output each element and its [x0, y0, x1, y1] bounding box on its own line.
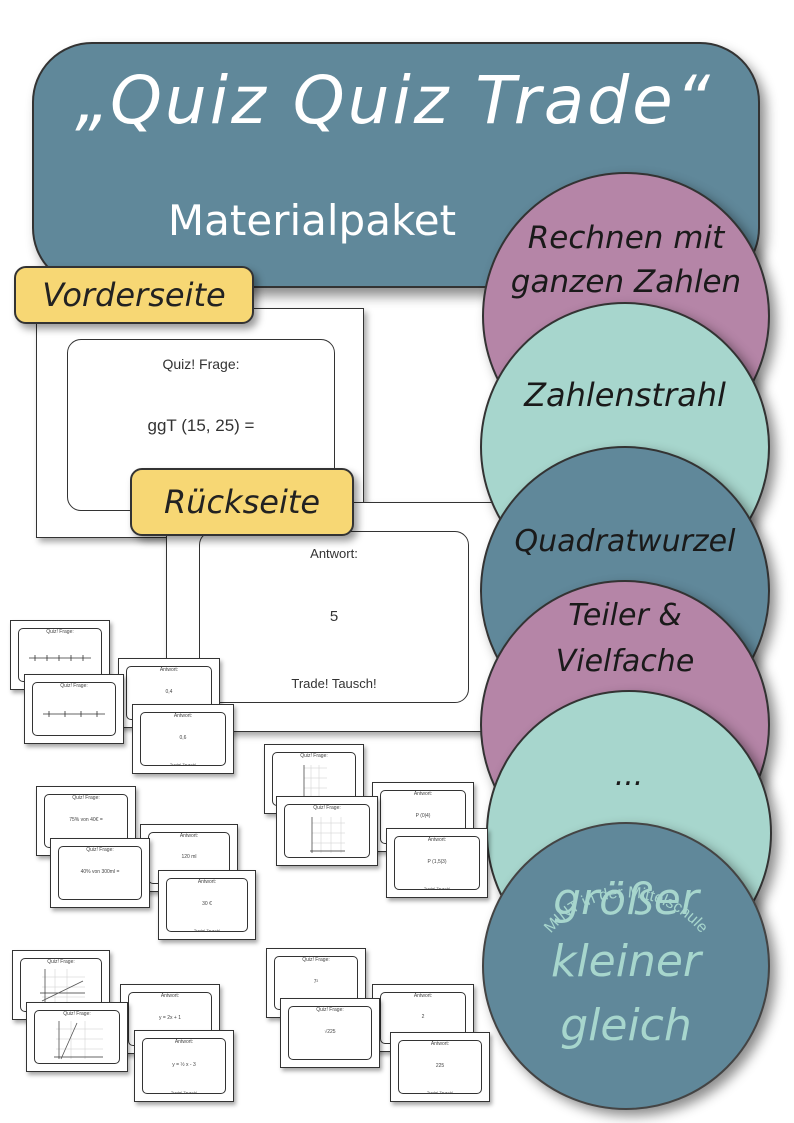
thumb-card-text: Quiz! Frage: — [46, 629, 74, 635]
thumb-quiz-card: Quiz! Frage: — [26, 1002, 128, 1072]
back-card-answer: 5 — [329, 608, 339, 625]
thumb-card-text: y = 2x + 1 — [159, 1014, 181, 1021]
thumb-card-text: 7² — [313, 978, 319, 985]
thumb-card-text: 30 € — [202, 900, 212, 907]
thumb-card-text: 40% von 300ml = — [80, 868, 120, 875]
thumb-answer-card: Antwort: P (1,5|3) Trade! Tausch! — [386, 828, 488, 898]
thumb-card-text: y = ½ x - 3 — [172, 1061, 196, 1068]
back-side-label: Rückseite — [130, 468, 354, 536]
page-title: „Quiz Quiz Trade“ — [75, 62, 713, 139]
thumb-card-frame — [166, 878, 248, 932]
topic-label-line2: Vielfache — [555, 644, 695, 679]
topic-label-line1: Quadratwurzel — [514, 524, 736, 559]
thumb-card-text: Trade! Tausch! — [193, 928, 221, 933]
thumb-graph — [54, 1021, 103, 1060]
thumb-card-text: Antwort: — [159, 667, 179, 673]
thumb-quiz-card: Quiz! Frage: √225 — [280, 998, 380, 1068]
badge-arc-text: MINT in der Mittelschule — [541, 884, 711, 936]
thumb-card-text: Quiz! Frage: — [313, 805, 341, 811]
thumb-card-text: Quiz! Frage: — [316, 1007, 344, 1013]
thumb-card-frame — [34, 1010, 120, 1064]
thumb-card-text: 0,6 — [179, 734, 187, 741]
thumb-card-text: Quiz! Frage: — [302, 957, 330, 963]
thumb-quiz-card: Quiz! Frage: 40% von 300ml = — [50, 838, 150, 908]
thumb-card-frame — [284, 804, 370, 858]
thumb-card-text: Antwort: — [197, 879, 217, 885]
thumb-card-text: Quiz! Frage: — [72, 795, 100, 801]
thumb-card-text: 225 — [435, 1062, 445, 1069]
back-card-footer: Trade! Tausch! — [291, 676, 377, 691]
thumb-quiz-card: Quiz! Frage: — [276, 796, 378, 866]
thumb-card-text: Antwort: — [413, 993, 433, 999]
topic-label-line2: ganzen Zahlen — [510, 264, 742, 300]
thumb-card-text: Quiz! Frage: — [86, 847, 114, 853]
thumb-quiz-card: Quiz! Frage: — [24, 674, 124, 744]
thumb-card-text: P (0|4) — [415, 812, 431, 819]
thumb-card-text: √225 — [324, 1028, 336, 1035]
thumb-card-text: 0,4 — [165, 688, 173, 695]
topic-label-line1: Zahlenstrahl — [524, 376, 726, 414]
thumb-card-text: Antwort: — [430, 1041, 450, 1047]
badge-circle: MINT in der Mittelschule größer kleiner … — [482, 822, 770, 1110]
front-card-question: ggT (15, 25) = — [147, 416, 255, 435]
thumb-card-frame — [140, 712, 226, 766]
badge-line1: größer — [553, 874, 699, 925]
thumb-card-text: 2 — [421, 1014, 425, 1021]
thumb-graph — [29, 655, 91, 661]
thumb-card-text: 120 ml — [181, 854, 197, 861]
thumb-card-text: Antwort: — [179, 833, 199, 839]
thumb-card-text: Trade! Tausch! — [423, 886, 451, 891]
front-card-heading: Quiz! Frage: — [162, 356, 240, 372]
topic-label-line1: ... — [614, 758, 644, 793]
thumb-card-frame — [142, 1038, 226, 1094]
front-side-label: Vorderseite — [14, 266, 254, 324]
thumb-graph — [40, 969, 85, 1005]
thumb-card-text: Quiz! Frage: — [63, 1011, 91, 1017]
thumb-card-text: Antwort: — [173, 713, 193, 719]
thumb-answer-card: Antwort: 30 € Trade! Tausch! — [158, 870, 256, 940]
thumb-graph — [43, 711, 105, 717]
thumb-card-frame — [288, 1006, 372, 1060]
thumb-card-frame — [398, 1040, 482, 1094]
thumb-card-text: Quiz! Frage: — [300, 753, 328, 759]
topic-label-line1: Teiler & — [568, 598, 682, 633]
badge-line2: kleiner — [550, 936, 702, 987]
thumb-card-text: Trade! Tausch! — [169, 762, 197, 767]
thumb-card-frame — [394, 836, 480, 890]
thumb-card-text: Quiz! Frage: — [47, 959, 75, 965]
back-card-heading: Antwort: — [310, 546, 358, 561]
thumb-card-text: Quiz! Frage: — [60, 683, 88, 689]
thumb-answer-card: Antwort: y = ½ x - 3 Trade! Tausch! — [134, 1030, 234, 1102]
thumb-card-frame — [58, 846, 142, 900]
badge-line3: gleich — [560, 1000, 692, 1051]
page-subtitle: Materialpaket — [167, 196, 457, 245]
thumb-card-text: Antwort: — [160, 993, 180, 999]
thumb-card-text: Antwort: — [174, 1039, 194, 1045]
thumb-card-text: 75% von 40€ = — [69, 816, 103, 823]
thumb-card-text: Antwort: — [427, 837, 447, 843]
thumb-card-text: Trade! Tausch! — [170, 1090, 198, 1095]
thumb-card-text: P (1,5|3) — [427, 858, 447, 865]
thumb-graph — [310, 817, 345, 853]
thumb-card-frame — [32, 682, 116, 736]
thumb-card-text: Trade! Tausch! — [426, 1090, 454, 1095]
back-card-frame: Antwort: 5 Trade! Tausch! — [199, 531, 469, 703]
thumb-card-text: Antwort: — [413, 791, 433, 797]
topic-label-line1: Rechnen mit — [527, 220, 725, 256]
